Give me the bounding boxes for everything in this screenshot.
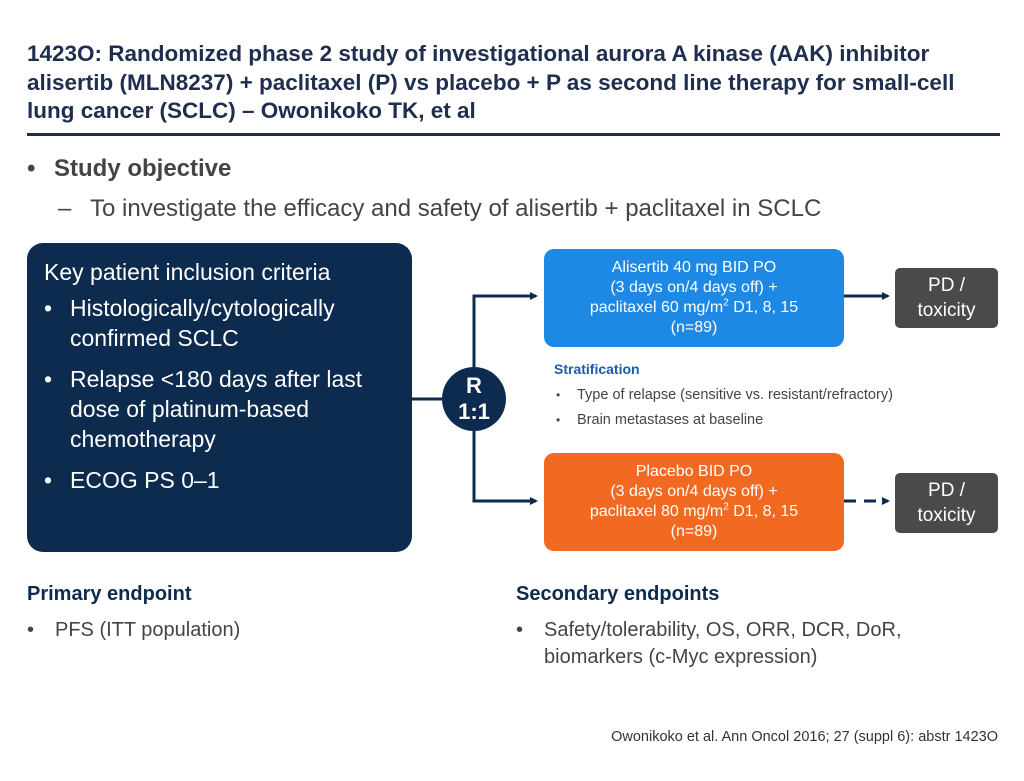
secondary-endpoints-list: Safety/tolerability, OS, ORR, DCR, DoR, … (516, 617, 986, 671)
primary-endpoint-list: PFS (ITT population) (27, 617, 240, 644)
inclusion-criteria-list: Histologically/cytologically confirmed S… (44, 293, 406, 506)
stratification-item: Type of relapse (sensitive vs. resistant… (556, 386, 893, 404)
arm-b-sample-size: (n=89) (670, 523, 718, 540)
stratification-list: Type of relapse (sensitive vs. resistant… (556, 386, 893, 436)
arm-alisertib-box: Alisertib 40 mg BID PO (3 days on/4 days… (544, 249, 844, 347)
secondary-endpoint-item: Safety/tolerability, OS, ORR, DCR, DoR, … (516, 617, 986, 671)
randomization-node: R 1:1 (442, 367, 506, 431)
arm-a-sample-size: (n=89) (670, 319, 718, 336)
randomization-to-arm-a-arrow (472, 292, 538, 367)
objective-text: –To investigate the efficacy and safety … (58, 195, 821, 223)
slide-title: 1423O: Randomized phase 2 study of inves… (27, 41, 955, 123)
outcome-box-arm-a: PD / toxicity (895, 268, 998, 328)
objective-text-body: To investigate the efficacy and safety o… (90, 195, 822, 222)
title-divider (27, 133, 1000, 136)
inclusion-criterion: Relapse <180 days after last dose of pla… (44, 364, 406, 454)
secondary-endpoints-title: Secondary endpoints (516, 583, 720, 605)
arm-b-line2: (3 days on/4 days off) + (610, 483, 778, 500)
randomization-to-arm-b-arrow (472, 431, 538, 505)
inclusion-criterion: ECOG PS 0–1 (44, 465, 406, 495)
stratification-title: Stratification (554, 361, 640, 377)
primary-endpoint-item: PFS (ITT population) (27, 617, 240, 644)
inclusion-criterion: Histologically/cytologically confirmed S… (44, 293, 406, 353)
objective-bullet: • (27, 155, 36, 182)
outcome-box-arm-b: PD / toxicity (895, 473, 998, 533)
inclusion-criteria-title: Key patient inclusion criteria (44, 259, 331, 285)
stratification-item: Brain metastases at baseline (556, 411, 893, 429)
citation: Owonikoko et al. Ann Oncol 2016; 27 (sup… (611, 729, 998, 745)
arm-a-line1: Alisertib 40 mg BID PO (611, 259, 777, 276)
objective-heading-text: Study objective (54, 155, 232, 182)
randomization-label: R (466, 373, 482, 398)
primary-endpoint-title: Primary endpoint (27, 583, 192, 605)
inclusion-criteria-box: Key patient inclusion criteria Histologi… (27, 243, 412, 780)
objective-dash: – (58, 195, 72, 222)
randomization-ratio: 1:1 (458, 399, 490, 424)
arm-a-line2: (3 days on/4 days off) + (610, 279, 778, 296)
arm-placebo-box: Placebo BID PO (3 days on/4 days off) + … (544, 453, 844, 551)
arm-b-line1: Placebo BID PO (635, 463, 753, 480)
objective-heading: • Study objective (27, 155, 231, 183)
arm-a-line3: paclitaxel 60 mg/m2 D1, 8, 15 (589, 297, 799, 316)
arm-b-line3: paclitaxel 80 mg/m2 D1, 8, 15 (589, 501, 799, 520)
